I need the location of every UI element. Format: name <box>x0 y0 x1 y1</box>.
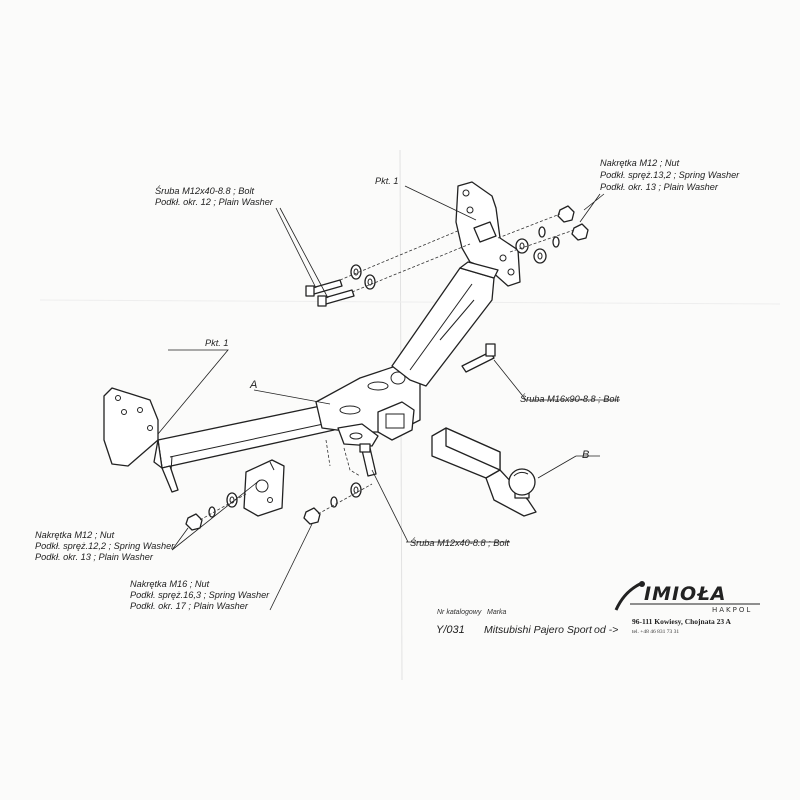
nut-m12-top-line2: Podkł. spręż.13,2 ; Spring Washer <box>600 170 740 180</box>
bolt-m12-top-line1: Śruba M12x40-8.8 ; Bolt <box>155 185 255 196</box>
brand-sub: HAKPOL <box>712 606 752 614</box>
socket-bracket <box>243 459 285 517</box>
nut-m12-top-line1: Nakrętka M12 ; Nut <box>600 158 680 168</box>
catalog-nr-value: Y/031 <box>436 624 465 636</box>
catalog-od-text: od -> <box>594 624 618 636</box>
catalog-marka-value: Mitsubishi Pajero Sport <box>484 624 593 636</box>
bolt-m12-top-line2: Podkł. okr. 12 ; Plain Washer <box>155 197 274 207</box>
catalog-marka-header: Marka <box>487 609 507 616</box>
brand-name: IMIOŁA <box>644 583 726 605</box>
bolt-m12-bottom-label: Śruba M12x40-8.8 ; Bolt <box>410 537 510 548</box>
bolt-icon <box>359 443 377 477</box>
nut-m16-line1: Nakrętka M16 ; Nut <box>130 579 210 589</box>
right-bracket-plate <box>455 181 521 287</box>
brand-tel: tel. +48 46 831 73 31 <box>632 629 679 635</box>
nut-m12-top-line3: Podkł. okr. 13 ; Plain Washer <box>600 182 719 192</box>
bolt-icon <box>305 279 355 307</box>
part-b-label: B <box>582 449 589 461</box>
tow-ball-icon <box>508 468 536 499</box>
brand-address: 96-111 Kowiesy, Chojnata 23 A <box>632 617 732 626</box>
nut-m16-line3: Podkł. okr. 17 ; Plain Washer <box>130 601 249 611</box>
pkt1-left-label: Pkt. 1 <box>205 338 229 348</box>
bolt-icon <box>461 343 496 373</box>
part-a-label: A <box>249 379 257 391</box>
nut-icon <box>557 205 589 241</box>
pkt1-top-label: Pkt. 1 <box>375 176 399 186</box>
nut-m12-left-line1: Nakrętka M12 ; Nut <box>35 530 115 540</box>
nut-icon <box>185 507 321 531</box>
ball-mount <box>431 427 537 517</box>
nut-m12-left-line3: Podkł. okr. 13 ; Plain Washer <box>35 552 154 562</box>
catalog-nr-header: Nr katalogowy <box>437 609 482 616</box>
nut-m16-line2: Podkł. spręż.16,3 ; Spring Washer <box>130 590 270 600</box>
bolt-m16-label: Śruba M16x90-8.8 ; Bolt <box>520 393 620 404</box>
washer-icon <box>350 264 376 290</box>
washer-icon <box>515 226 560 264</box>
nut-m12-left-line2: Podkł. spręż.12,2 ; Spring Washer <box>35 541 175 551</box>
washer-icon <box>208 482 362 518</box>
imiola-logo: IMIOŁA HAKPOL <box>614 581 760 614</box>
hitch-crossbar <box>103 261 499 493</box>
